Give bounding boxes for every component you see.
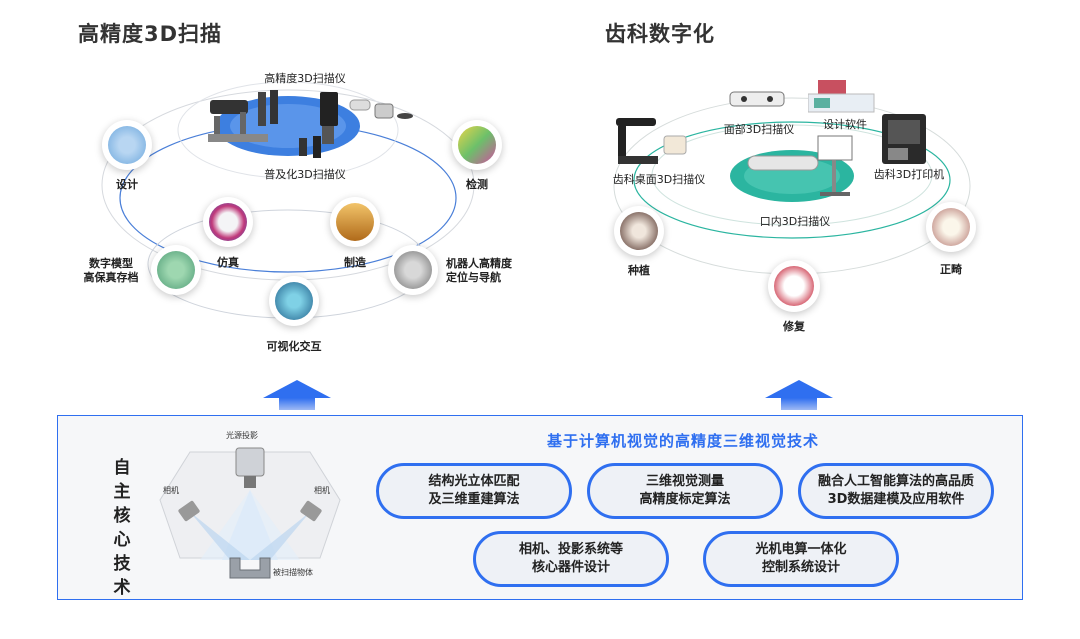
core-tech-pill-5: 光机电算一体化 控制系统设计 <box>703 531 899 587</box>
pill-line: 控制系统设计 <box>761 560 840 575</box>
core-tech-pill-2: 三维视觉测量 高精度标定算法 <box>587 463 783 519</box>
vertical-char: 术 <box>113 578 131 598</box>
simulation-node <box>203 197 253 247</box>
implant-label: 种植 <box>628 264 650 277</box>
pill-line: 高精度标定算法 <box>639 492 731 507</box>
restoration-label: 修复 <box>783 320 805 333</box>
archive-node <box>151 245 201 295</box>
simulation-label: 仿真 <box>217 256 239 269</box>
intraoral-scanner-label: 口内3D扫描仪 <box>759 215 831 228</box>
pill-line: 核心器件设计 <box>531 560 610 575</box>
left-camera-label: 相机 <box>163 486 179 495</box>
robot-node <box>388 245 438 295</box>
core-tech-pill-3: 融合人工智能算法的高品质 3D数据建模及应用软件 <box>798 463 994 519</box>
robot-label: 机器人高精度 定位与导航 <box>446 257 512 285</box>
vertical-char: 主 <box>113 482 131 502</box>
consumer-scanner-label: 普及化3D扫描仪 <box>264 168 346 181</box>
pill-line: 相机、投影系统等 <box>518 542 623 557</box>
high-precision-scanner-label: 高精度3D扫描仪 <box>264 72 346 85</box>
visual-interaction-label: 可视化交互 <box>266 340 322 353</box>
orthodontics-node <box>926 202 976 252</box>
pill-line: 3D数据建模及应用软件 <box>827 492 965 507</box>
face-scanner-image <box>729 91 785 107</box>
vase-icon <box>157 251 195 289</box>
robot-arm-icon <box>394 251 432 289</box>
intraoral-scanner-image <box>747 135 853 196</box>
right-section-title: 齿科数字化 <box>605 22 715 46</box>
design-software-label: 设计软件 <box>823 118 867 131</box>
hologram-icon <box>275 282 313 320</box>
casting-icon <box>336 203 374 241</box>
inspection-label: 检测 <box>466 178 488 191</box>
right-camera-label: 相机 <box>314 486 330 495</box>
archive-label: 数字模型 高保真存档 <box>76 257 146 285</box>
car-door-heatmap-icon <box>458 126 496 164</box>
left-section-title: 高精度3D扫描 <box>78 22 223 46</box>
high-precision-scanners-image <box>208 90 413 144</box>
pill-line: 光机电算一体化 <box>755 542 847 557</box>
vertical-char: 技 <box>113 554 131 574</box>
vertical-char: 心 <box>113 530 131 550</box>
robot-label-line1: 机器人高精度 <box>446 257 512 270</box>
robot-label-line2: 定位与导航 <box>446 271 501 284</box>
design-software-image <box>808 80 875 113</box>
dental-printer-label: 齿科3D打印机 <box>873 168 945 181</box>
face-scanner-label: 面部3D扫描仪 <box>723 123 795 136</box>
consumer-scanner-image <box>299 136 321 158</box>
smile-icon <box>774 266 814 306</box>
dental-printer-image <box>882 114 926 164</box>
archive-label-line1: 数字模型 <box>89 257 133 270</box>
implant-icon <box>620 212 658 250</box>
turbine-icon <box>108 126 146 164</box>
braces-icon <box>932 208 970 246</box>
pill-line: 三维视觉测量 <box>645 474 724 489</box>
restoration-node <box>768 260 820 312</box>
core-tech-pill-1: 结构光立体匹配 及三维重建算法 <box>376 463 572 519</box>
archive-label-line2: 高保真存档 <box>83 271 139 284</box>
orthodontics-label: 正畸 <box>940 263 962 276</box>
manufacturing-node <box>330 197 380 247</box>
scanned-object-label: 被扫描物体 <box>273 568 313 577</box>
kart-simulation-icon <box>209 203 247 241</box>
implant-node <box>614 206 664 256</box>
design-label: 设计 <box>116 178 138 191</box>
visual-interaction-node <box>269 276 319 326</box>
core-vertical-title: 自 主 核 心 技 术 <box>112 456 132 600</box>
inspection-node <box>452 120 502 170</box>
core-headline: 基于计算机视觉的高精度三维视觉技术 <box>547 432 820 450</box>
desktop-scanner-label: 齿科桌面3D扫描仪 <box>612 173 706 186</box>
pill-line: 结构光立体匹配 <box>428 474 520 489</box>
vertical-char: 自 <box>113 458 131 478</box>
desktop-scanner-image <box>616 118 687 164</box>
core-tech-pill-4: 相机、投影系统等 核心器件设计 <box>473 531 669 587</box>
projector-label: 光源投影 <box>226 431 258 440</box>
pill-line: 融合人工智能算法的高品质 <box>817 474 974 489</box>
pill-line: 及三维重建算法 <box>428 492 520 507</box>
design-node <box>102 120 152 170</box>
vertical-char: 核 <box>113 506 131 526</box>
structured-light-diagram <box>159 447 341 579</box>
manufacturing-label: 制造 <box>344 256 366 269</box>
